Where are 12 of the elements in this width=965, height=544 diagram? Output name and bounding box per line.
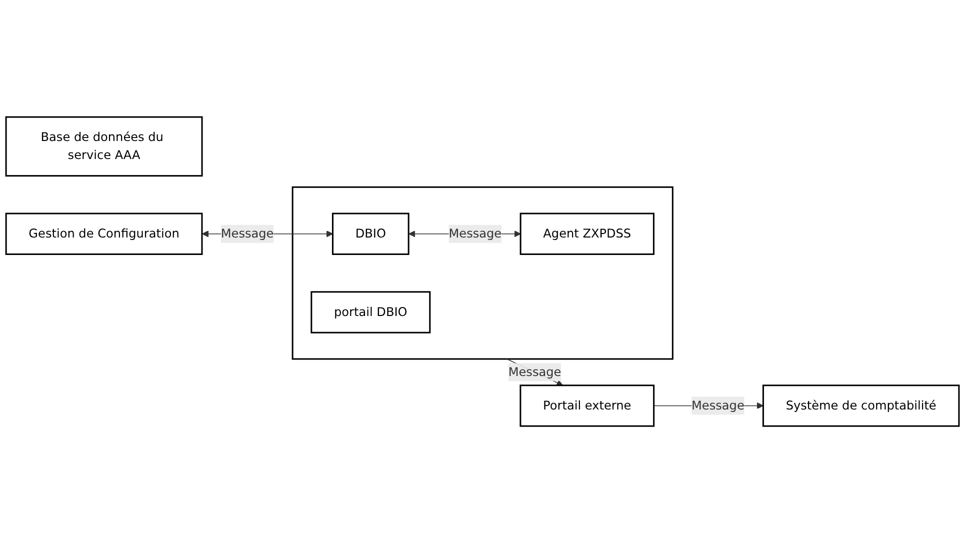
node-box: Agent ZXPDSS [520,213,654,256]
node-box: portail DBIO [310,292,431,334]
node-box: Portail externe [520,385,655,428]
edge-label: Message [220,226,274,242]
node-box: Système de comptabilité [762,385,960,428]
node-box: Gestion de Configuration [5,213,203,256]
cluster [292,186,674,360]
edge-label: Message [448,226,502,242]
edge-label: Message [508,365,562,380]
edge-label: Message [692,398,744,413]
node-box: Base de données du service AAA [5,116,203,178]
node-box: DBIO [332,213,410,256]
